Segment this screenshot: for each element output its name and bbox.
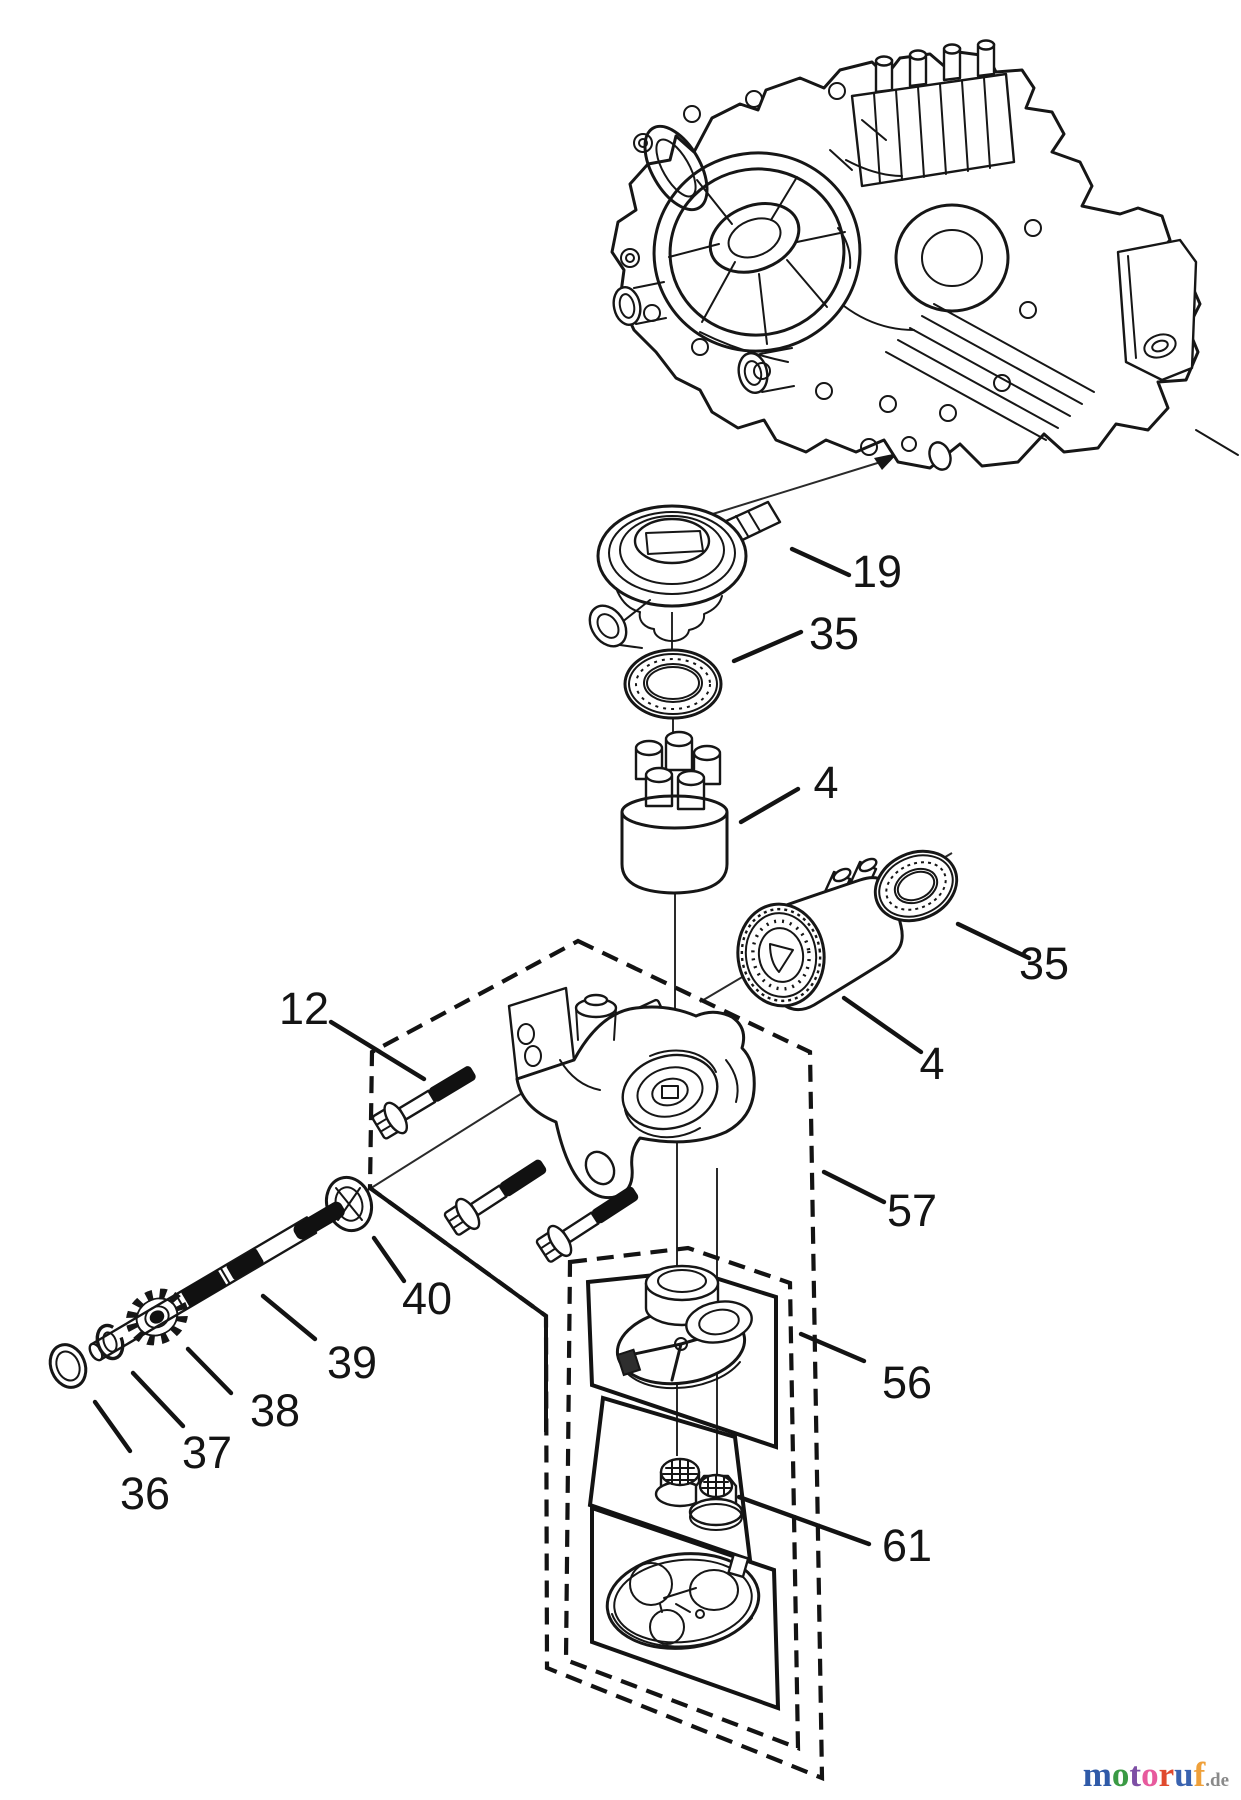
watermark-letter: o bbox=[1111, 1755, 1130, 1794]
watermark-letter: m bbox=[1082, 1755, 1112, 1794]
leader-40 bbox=[371, 1235, 407, 1284]
watermark-motoruf: motoruf.de bbox=[1083, 1757, 1229, 1792]
part-label-19: 19 bbox=[852, 546, 902, 597]
leader-37 bbox=[130, 1370, 186, 1429]
watermark-word: motoruf bbox=[1083, 1755, 1205, 1794]
bolt-eyelets bbox=[620, 82, 1042, 456]
part-label-36: 36 bbox=[120, 1468, 170, 1519]
cap-scalloped-rim bbox=[615, 587, 723, 642]
part-label-35-top: 35 bbox=[809, 608, 859, 659]
transaxle-housing-illustration bbox=[610, 39, 1239, 471]
part-label-61: 61 bbox=[882, 1520, 932, 1571]
hex-flange-nut bbox=[688, 1473, 744, 1531]
valve-plate bbox=[605, 1552, 761, 1650]
washer-40 bbox=[324, 1175, 374, 1233]
seal-35-right bbox=[873, 849, 959, 923]
part-label-4-top: 4 bbox=[813, 757, 838, 808]
kit-box-plate bbox=[590, 1505, 781, 1711]
watermark-letter: t bbox=[1129, 1755, 1142, 1794]
watermark-letter: f bbox=[1193, 1755, 1206, 1794]
part-labels: 19 35 4 35 4 12 57 40 39 38 37 36 56 61 bbox=[120, 546, 1069, 1571]
leader-4-right bbox=[841, 995, 924, 1055]
leader-38 bbox=[185, 1346, 234, 1396]
watermark-letter: o bbox=[1141, 1755, 1159, 1794]
piston-block-4-top bbox=[620, 730, 729, 895]
housing-ribs bbox=[699, 119, 915, 363]
part-label-35-right: 35 bbox=[1019, 938, 1069, 989]
leader-61 bbox=[736, 1494, 872, 1547]
cap-assembly-19 bbox=[588, 500, 782, 649]
leader-39 bbox=[260, 1293, 318, 1342]
bottom-stub bbox=[584, 1150, 616, 1186]
block-body bbox=[620, 812, 729, 895]
part-label-57: 57 bbox=[887, 1185, 937, 1236]
leader-12 bbox=[328, 1019, 427, 1082]
box-57-solid-edge bbox=[368, 1186, 548, 1432]
pump-shaft-39 bbox=[88, 1201, 345, 1362]
secondary-opening bbox=[894, 203, 1010, 313]
pump-center-section bbox=[507, 986, 756, 1200]
part-label-56: 56 bbox=[882, 1357, 932, 1408]
o-ring-36 bbox=[48, 1343, 88, 1389]
flange-bolt bbox=[443, 1159, 547, 1236]
leader-4-top bbox=[738, 786, 801, 825]
charge-pump-cover bbox=[621, 1049, 719, 1139]
watermark-suffix: .de bbox=[1205, 1770, 1229, 1791]
flange-bolts-12 bbox=[371, 1066, 639, 1263]
axle-barrel bbox=[885, 303, 1095, 441]
part-label-12: 12 bbox=[279, 983, 329, 1034]
flange-bolt bbox=[535, 1186, 639, 1263]
dashed-box-57 bbox=[367, 938, 825, 1782]
retaining-ring-37 bbox=[95, 1323, 125, 1361]
leader-35-right bbox=[955, 921, 1032, 961]
impeller-side-cover bbox=[685, 1300, 753, 1344]
top-cylinders bbox=[874, 39, 996, 94]
right-bracket bbox=[1116, 238, 1239, 456]
part-label-37: 37 bbox=[182, 1427, 232, 1478]
part-label-39: 39 bbox=[327, 1337, 377, 1388]
leader-57 bbox=[821, 1169, 887, 1205]
arrowhead bbox=[874, 453, 898, 470]
bearing-face bbox=[736, 902, 826, 1008]
leader-35-top bbox=[731, 629, 804, 664]
impeller-56 bbox=[615, 1264, 753, 1390]
part-label-40: 40 bbox=[402, 1273, 452, 1324]
part-label-4-right: 4 bbox=[919, 1038, 944, 1089]
part-label-38: 38 bbox=[250, 1385, 300, 1436]
leader-lines bbox=[92, 546, 1032, 1547]
leader-56 bbox=[798, 1331, 867, 1364]
watermark-letter: r bbox=[1158, 1755, 1175, 1794]
fin-block bbox=[850, 39, 1016, 188]
flange-bolt bbox=[371, 1066, 476, 1140]
nuts-61 bbox=[654, 1457, 744, 1531]
leader-19 bbox=[789, 546, 852, 578]
piston-block-4-side bbox=[736, 857, 904, 1012]
pistons bbox=[634, 730, 722, 811]
leader-36 bbox=[92, 1399, 133, 1454]
seal-35-top bbox=[623, 648, 723, 720]
watermark-letter: u bbox=[1174, 1755, 1194, 1794]
main-bearing-flange bbox=[652, 151, 862, 353]
